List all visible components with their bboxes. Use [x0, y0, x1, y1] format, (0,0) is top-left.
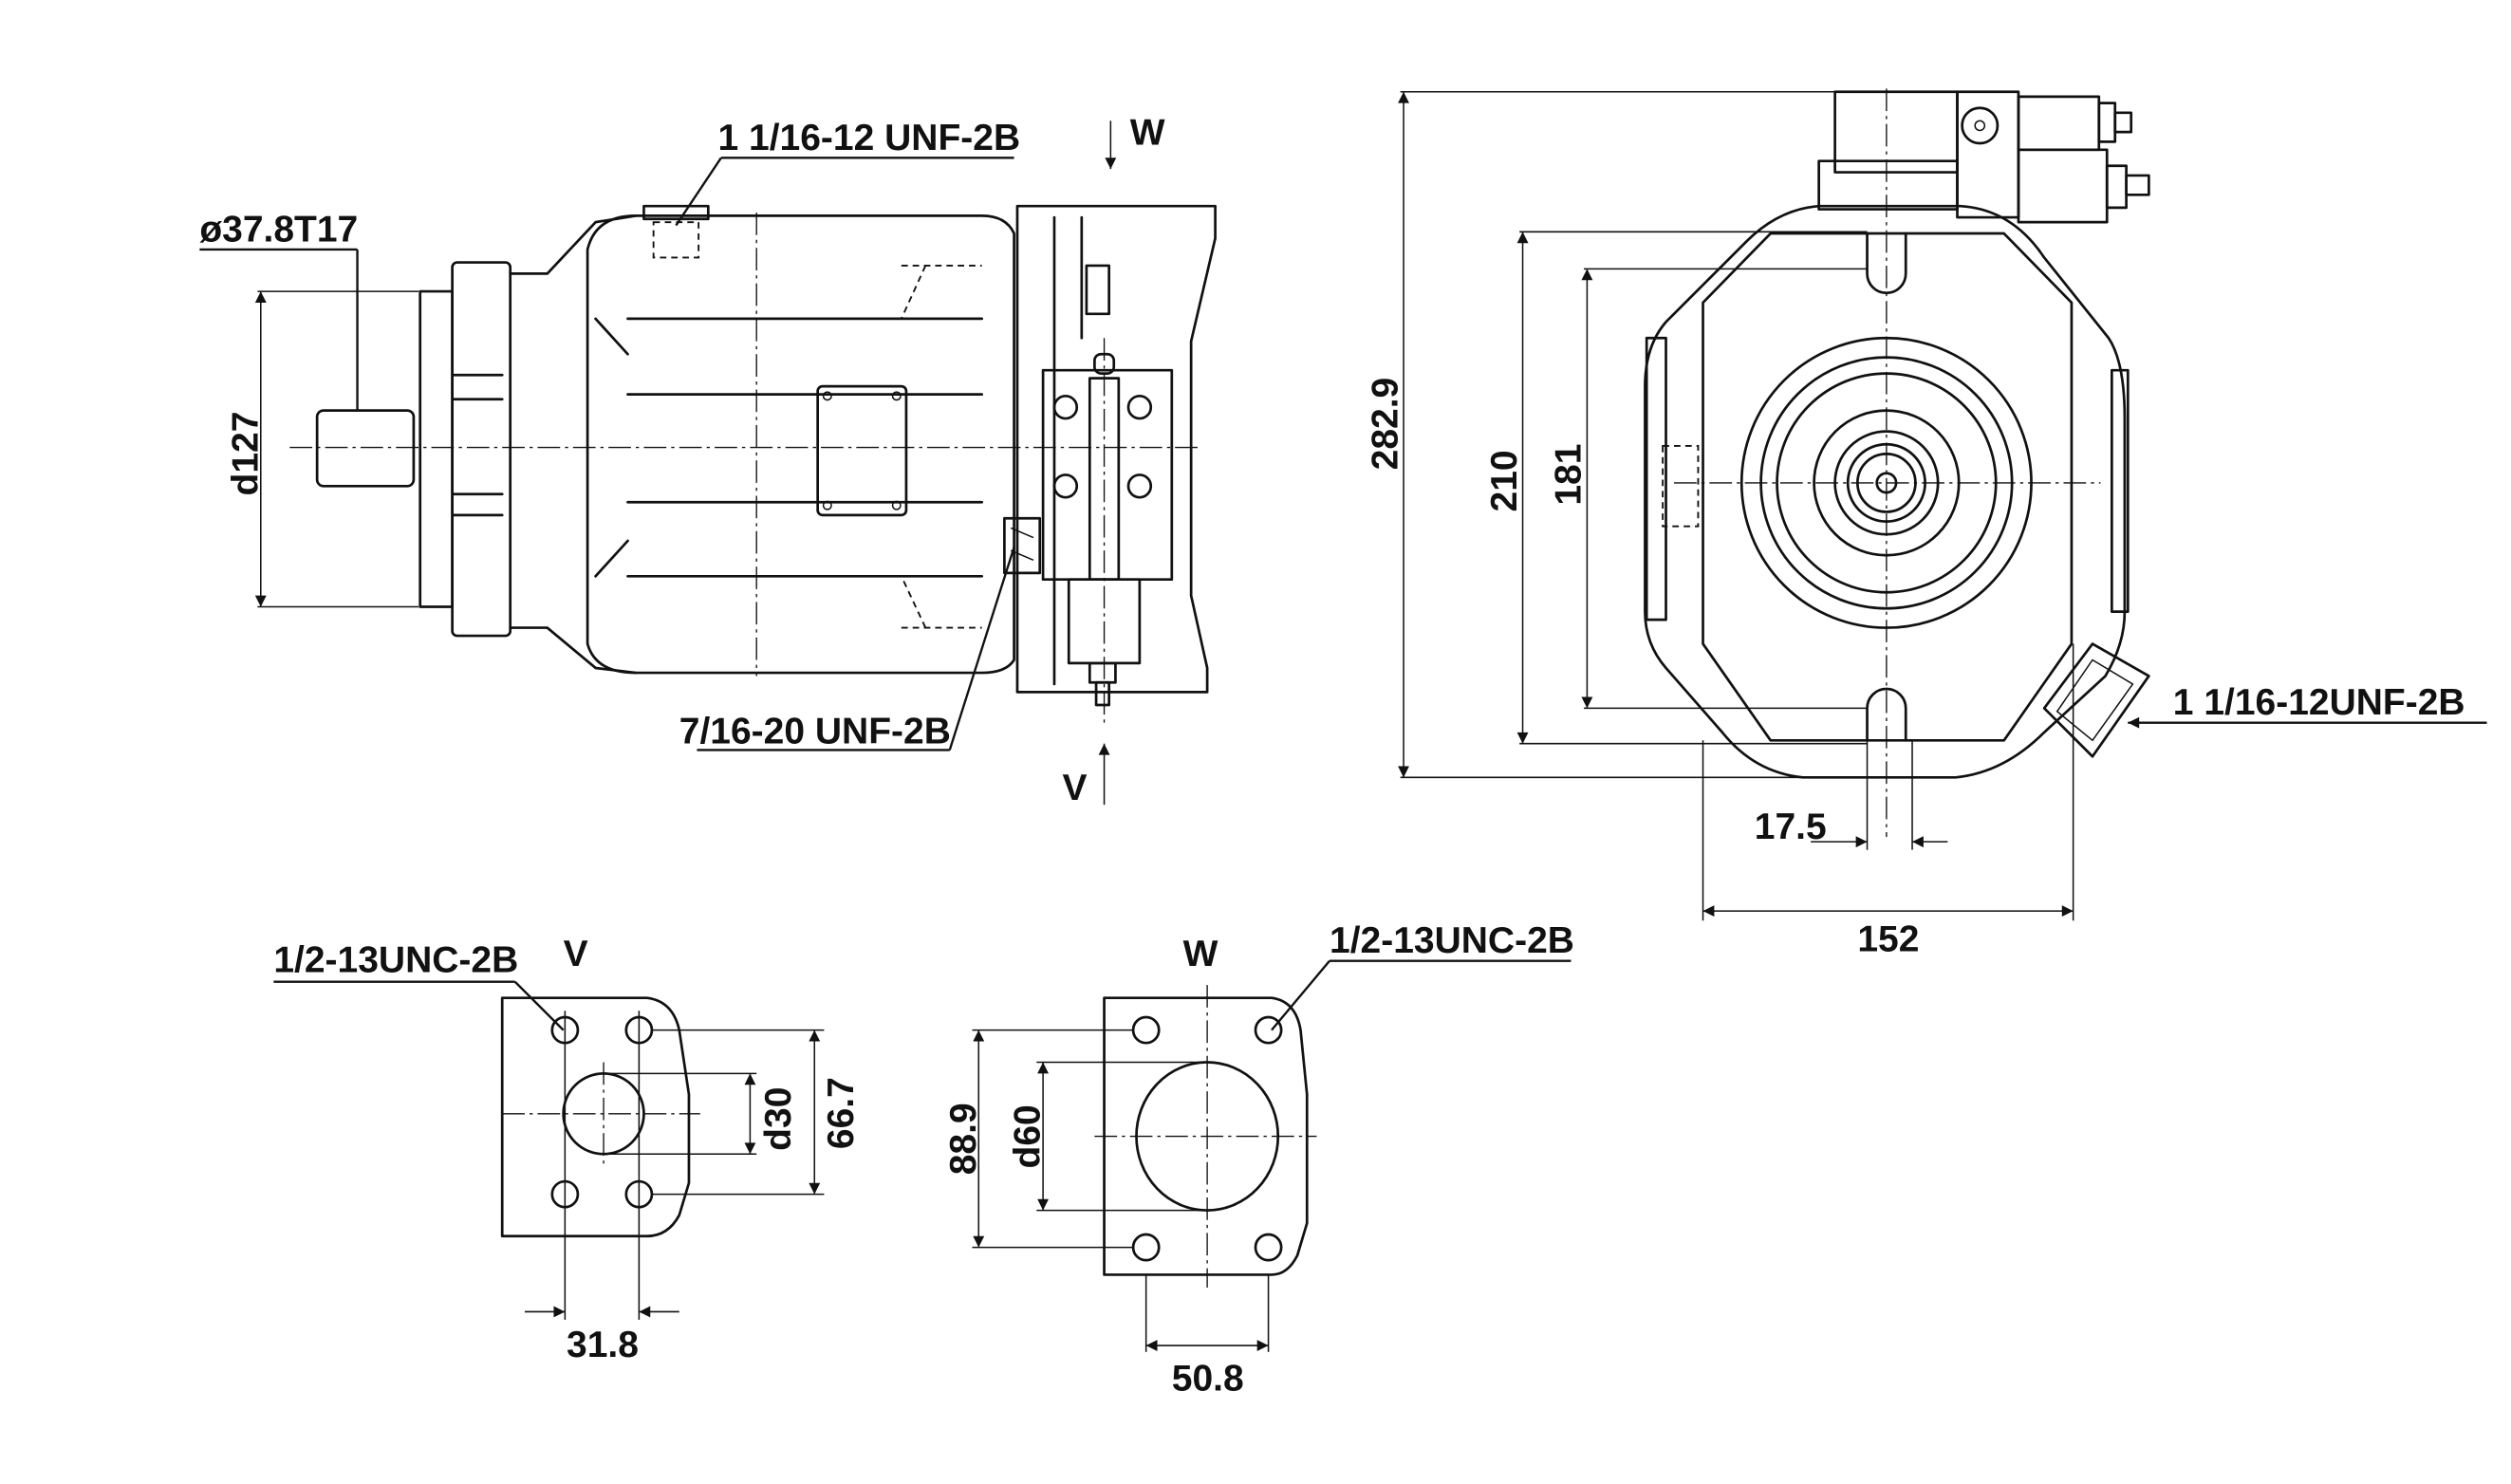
pilot-spigot [418, 289, 454, 608]
mounting-slot-bottom [1866, 687, 1907, 742]
front-housing-outer [1644, 204, 2127, 779]
dim-bolt-spacing-outer: 210 [1484, 450, 1525, 511]
dim-bolt-spacing-inner: 181 [1549, 444, 1590, 506]
flange-v-plate [500, 996, 691, 1238]
housing-neck [509, 214, 638, 675]
view-marker-v: V [1062, 768, 1087, 808]
flange-w-bolt-spacing-vertical: 88.9 [943, 1103, 984, 1175]
label-gauge-port-thread: 7/16-20 UNF-2B [679, 712, 951, 752]
flange-v-title: V [564, 934, 588, 974]
flange-v-bolt-spacing-vertical: 66.7 [821, 1077, 862, 1149]
flange-w-bore-dim: d60 [1008, 1104, 1049, 1168]
view-marker-w: W [1130, 113, 1165, 154]
top-port-boss [642, 204, 710, 221]
top-control-block [1817, 90, 2150, 224]
flange-v-view: V d30 66.7 31.8 1/2-13UNC-2B [273, 934, 862, 1365]
label-shaft-spline: ø37.8T17 [199, 209, 358, 250]
mounting-flange [451, 261, 512, 638]
flange-v-bolt-spacing-horizontal: 31.8 [567, 1325, 639, 1365]
flange-v-bolt-thread: 1/2-13UNC-2B [273, 940, 518, 981]
side-view: d127 ø37.8T17 1 1/16-12 UNF-2B W 7/16-20… [199, 113, 1217, 808]
dim-overall-height: 282.9 [1365, 378, 1405, 471]
dim-pilot-diameter: d127 [225, 412, 266, 496]
flange-v-bore-dim: d30 [758, 1087, 799, 1151]
label-side-port-thread: 1 1/16-12UNF-2B [2173, 682, 2465, 723]
dim-slot-width: 17.5 [1755, 807, 1827, 847]
nameplate [816, 384, 908, 517]
dim-overall-width: 152 [1857, 919, 1919, 960]
flange-w-view: W 88.9 d60 50.8 1/2-13UNC-2B [943, 920, 1574, 1399]
control-valve [1003, 352, 1174, 707]
flange-w-bolt-spacing-horizontal: 50.8 [1172, 1359, 1244, 1400]
end-cover [1015, 204, 1217, 694]
flange-w-plate [1103, 996, 1309, 1276]
pump-housing [586, 214, 1015, 675]
flange-w-title: W [1183, 934, 1218, 974]
front-housing-inner [1702, 232, 2074, 742]
side-port-fitting [2042, 642, 2150, 758]
front-view: 282.9 210 181 17.5 152 1 1/16-12UNF-2B [1365, 88, 2487, 960]
flange-w-bolt-thread: 1/2-13UNC-2B [1330, 920, 1574, 961]
label-top-port-thread: 1 1/16-12 UNF-2B [717, 118, 1020, 158]
drive-shaft [315, 409, 416, 488]
